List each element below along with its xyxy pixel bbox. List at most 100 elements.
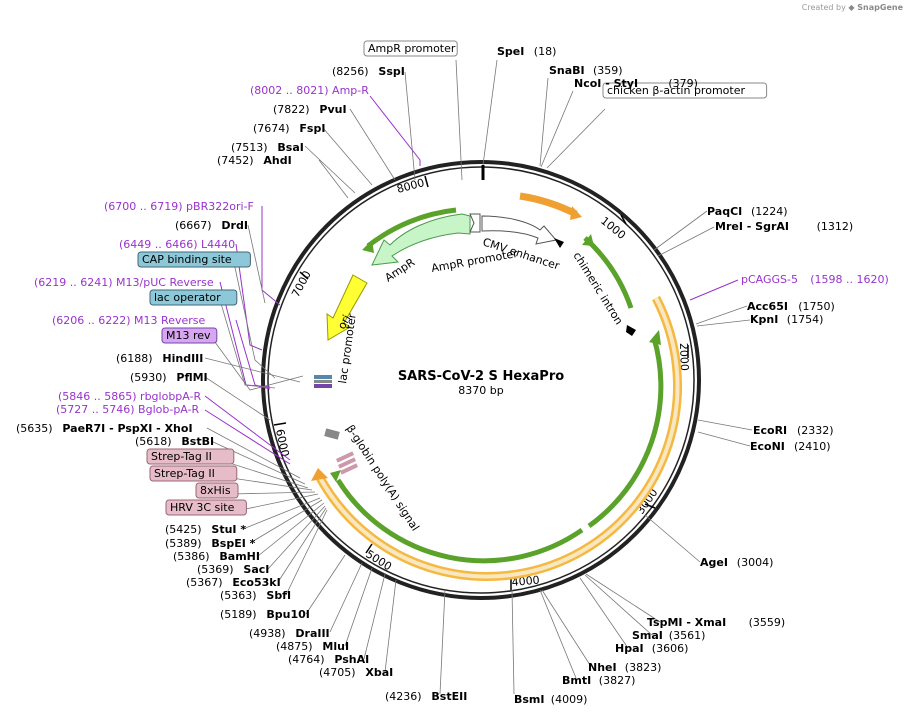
- label-drdi: (6667)DrdI: [175, 219, 248, 232]
- label-text-fspi-0: (7674): [253, 122, 290, 135]
- label-text-paer7i-1: PaeR7I - PspXI - XhoI: [62, 422, 192, 435]
- green-arc-ampr: [366, 207, 457, 248]
- label-bsai: (7513)BsaI: [231, 141, 304, 154]
- label-text-pvui-0: (7822): [273, 103, 310, 116]
- label-text-strep1: Strep-Tag II: [151, 450, 212, 463]
- label-text-ecori-1: (2332): [797, 424, 834, 437]
- label-text-stui-0: (5425): [165, 523, 202, 536]
- ampr-promoter-feature: [469, 213, 481, 233]
- label-text-amp-r-0: (8002 .. 8021) Amp-R: [250, 84, 369, 97]
- label-text-pshai-0: (4764): [288, 653, 325, 666]
- label-box-m13rev-box: [161, 327, 218, 344]
- label-text-saci-1: SacI: [243, 563, 269, 576]
- label-text-pcaggs-0: pCAGGS-5: [741, 273, 798, 286]
- label-text-paqci-0: PaqCI: [707, 205, 742, 218]
- label-text-bsteii-0: (4236): [385, 690, 422, 703]
- label-text-bpu10i-1: Bpu10I: [266, 608, 310, 621]
- label-text-bsteii-1: BstEII: [431, 690, 467, 703]
- label-box-ampr-promoter-box: [363, 40, 458, 57]
- label-text-hrv: HRV 3C site: [170, 501, 235, 514]
- label-text-bamhi-0: (5386): [173, 550, 210, 563]
- label-text-pcaggs-1: (1598 .. 1620): [810, 273, 889, 286]
- label-smai: SmaI(3561): [632, 629, 705, 642]
- intron-marker: [626, 325, 636, 336]
- label-text-acc65i-0: Acc65I: [747, 300, 788, 313]
- label-text-bmti-0: BmtI: [562, 674, 591, 687]
- cmv-enhancer-feature: [481, 215, 557, 245]
- label-text-hpai-0: HpaI: [615, 642, 644, 655]
- label-econi: EcoNI(2410): [750, 440, 831, 453]
- label-text-bmti-1: (3827): [599, 674, 636, 687]
- label-text-hpai-1: (3606): [652, 642, 689, 655]
- label-strep1: Strep-Tag II: [146, 448, 235, 465]
- label-bamhi: (5386)BamHI: [173, 550, 260, 563]
- green-arrow-1: [582, 234, 594, 246]
- label-hrv: HRV 3C site: [165, 499, 247, 516]
- label-text-cap-site: CAP binding site: [142, 253, 232, 266]
- label-text-bpu10i-0: (5189): [220, 608, 257, 621]
- label-text-l4440-0: (6449 .. 6466) L4440: [119, 238, 235, 251]
- ori-feature: [326, 274, 368, 341]
- chimeric-intron-label: chimeric intron: [570, 250, 625, 327]
- label-pvui: (7822) PvuI: [273, 103, 347, 116]
- label-styi: NcoI - StyI(379): [574, 77, 698, 90]
- label-text-xbai-0: (4705): [319, 666, 356, 679]
- label-box-strep2: [149, 465, 238, 482]
- label-text-pshai-1: PshAI: [334, 653, 369, 666]
- plasmid-name: SARS-CoV-2 S HexaPro: [398, 369, 564, 384]
- label-text-pflmi-0: (5930): [130, 371, 167, 384]
- label-sbfi: (5363)SbfI: [220, 589, 291, 602]
- label-rbglobpa: (5846 .. 5865) rbglobpA-R: [58, 390, 202, 403]
- label-mlui: (4875) MluI: [276, 640, 349, 653]
- label-text-bsmi-0: BsmI: [514, 693, 545, 706]
- label-text-sbfi-1: SbfI: [266, 589, 291, 602]
- label-text-bsmi-1: (4009): [551, 693, 588, 706]
- label-text-snabi-0: SnaBI: [549, 64, 585, 77]
- label-text-mrei-0: MreI - SgrAI: [715, 220, 789, 233]
- credit-brand: SnapGene: [857, 3, 903, 12]
- label-text-styi-1: (379): [668, 77, 698, 90]
- label-text-fspi-1: FspI: [299, 122, 325, 135]
- label-text-hindiii-1: HindIII: [162, 352, 203, 365]
- label-text-kpni-1: (1754): [787, 313, 824, 326]
- feature-labels: AmpR promoter(8256)SspI(8002 .. 8021) Am…: [16, 40, 889, 706]
- label-text-mlui-0: (4875): [276, 640, 313, 653]
- label-text-mrei-1: (1312): [817, 220, 854, 233]
- spike-cds-arrowhead: [311, 468, 328, 481]
- label-text-agei-1: (3004): [737, 556, 774, 569]
- tag-cluster: [335, 451, 359, 475]
- label-text-smai-0: SmaI: [632, 629, 663, 642]
- label-agei: AgeI(3004): [700, 556, 773, 569]
- label-saci: (5369)SacI: [197, 563, 269, 576]
- label-text-bspei-0: (5389): [165, 537, 202, 550]
- label-text-ahdi-1: AhdI: [263, 154, 291, 167]
- orange-feature-arc-top: [519, 192, 578, 218]
- label-hindiii: (6188)HindIII: [116, 352, 203, 365]
- label-text-kpni-0: KpnI: [750, 313, 778, 326]
- label-text-pvui-1: PvuI: [319, 103, 346, 116]
- label-text-xbai-1: XbaI: [365, 666, 393, 679]
- label-text-mlui-1: MluI: [322, 640, 349, 653]
- label-box-his: [195, 482, 239, 499]
- created-by-credit: Created by ◆ SnapGene: [802, 3, 903, 12]
- label-snabi: SnaBI(359): [549, 64, 623, 77]
- label-box-strep1: [146, 448, 235, 465]
- label-text-m13rev-box: M13 rev: [166, 329, 211, 342]
- credit-prefix: Created by: [801, 3, 846, 12]
- label-m13rev-primer: (6206 .. 6222) M13 Reverse: [52, 314, 205, 327]
- label-ecori: EcoRI(2332): [753, 424, 834, 437]
- label-box-cap-site: [137, 251, 251, 268]
- label-kpni: KpnI (1754): [750, 313, 823, 326]
- label-bglobpa: (5727 .. 5746) Bglob-pA-R: [56, 403, 200, 416]
- orange-arrowhead-top: [570, 206, 582, 220]
- label-text-sspi-1: SspI: [378, 65, 404, 78]
- label-bspei: (5389)BspEI *: [165, 537, 256, 550]
- label-bsmi: BsmI (4009): [514, 693, 587, 706]
- label-text-acc65i-1: (1750): [798, 300, 835, 313]
- label-text-bglobpa-0: (5727 .. 5746) Bglob-pA-R: [56, 403, 200, 416]
- label-text-tspmi-1: (3559): [749, 616, 786, 629]
- label-text-bstbi-1: BstBI: [181, 435, 214, 448]
- label-stui: (5425)StuI *: [165, 523, 246, 536]
- label-bsteii: (4236) BstEII: [385, 690, 467, 703]
